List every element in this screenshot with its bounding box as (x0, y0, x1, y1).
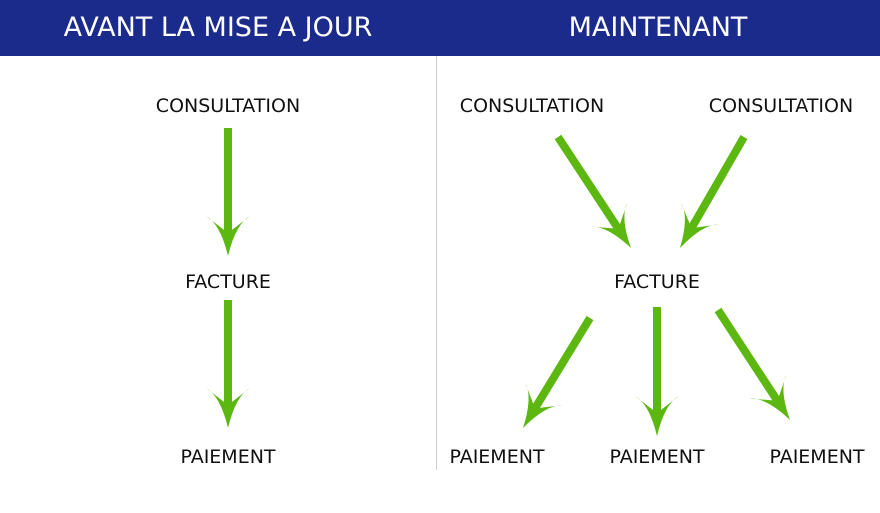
right-paiement-2-label: PAIEMENT (609, 446, 705, 468)
right-arrow-consultation2-facture (680, 135, 748, 248)
right-paiement-1-label: PAIEMENT (449, 446, 545, 468)
left-facture-label: FACTURE (185, 271, 271, 293)
header-bar: AVANT LA MISE A JOUR MAINTENANT (0, 0, 880, 56)
right-arrow-consultation1-facture-head (590, 202, 631, 248)
now-title: MAINTENANT (568, 12, 748, 43)
right-arrow-facture-paiement3-shaft (714, 307, 781, 403)
before-update-title: AVANT LA MISE A JOUR (63, 12, 373, 43)
right-arrow-consultation1-facture-shaft (554, 134, 622, 231)
right-arrow-facture-paiement3 (714, 307, 790, 420)
right-consultation-2-label: CONSULTATION (708, 95, 854, 117)
left-consultation-label: CONSULTATION (155, 95, 301, 117)
left-arrow-facture-paiement-head (206, 388, 250, 428)
column-divider (436, 56, 437, 470)
left-arrow-facture-paiement (206, 300, 250, 428)
right-arrow-facture-paiement1-shaft (531, 315, 594, 411)
right-arrow-facture-paiement3-head (749, 374, 790, 420)
right-paiement-3-label: PAIEMENT (769, 446, 865, 468)
right-arrow-consultation2-facture-shaft (688, 135, 748, 231)
right-arrow-facture-paiement2-head (635, 396, 679, 436)
right-arrow-facture-paiement2 (635, 307, 679, 436)
right-arrow-consultation1-facture (554, 134, 631, 248)
left-arrow-consultation-facture-head (206, 216, 250, 256)
right-consultation-1-label: CONSULTATION (459, 95, 605, 117)
left-arrow-consultation-facture (206, 128, 250, 256)
left-paiement-label: PAIEMENT (180, 446, 276, 468)
right-arrow-facture-paiement1 (523, 315, 594, 428)
right-arrow-facture-paiement1-head (523, 382, 563, 428)
right-arrow-consultation2-facture-head (680, 202, 720, 248)
right-facture-label: FACTURE (614, 271, 700, 293)
